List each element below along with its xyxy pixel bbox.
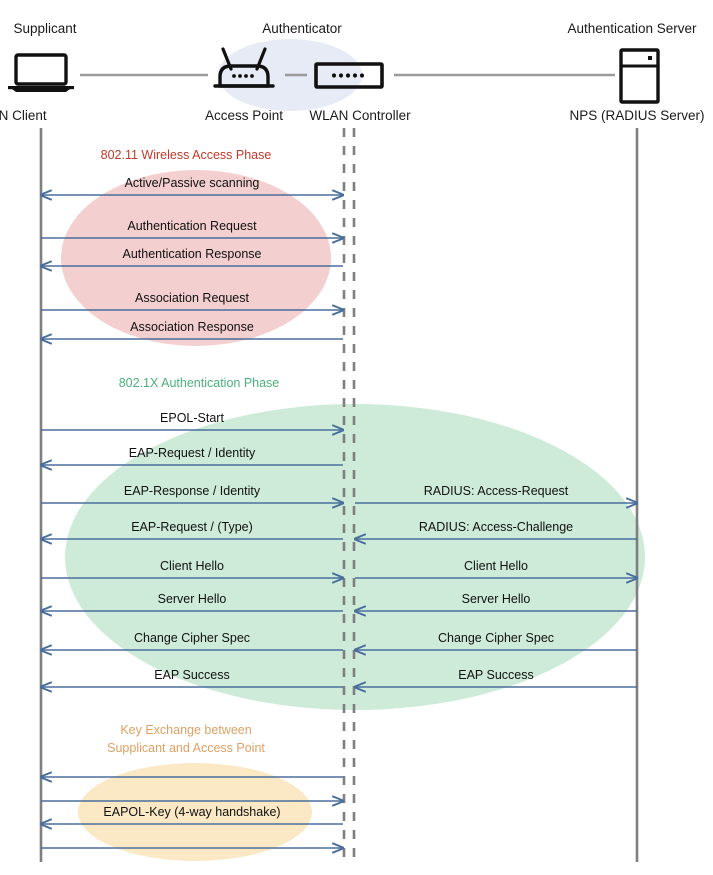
message-label: EPOL-Start [160, 411, 224, 425]
message-m4: Association Request [41, 291, 343, 310]
message-r2: RADIUS: Access-Challenge [355, 520, 637, 539]
message-m7: EAP-Request / Identity [41, 446, 343, 465]
laptop-icon [8, 53, 74, 92]
actor-title-auth-server: Authentication Server [567, 21, 697, 36]
device-label-nps-server: NPS (RADIUS Server) [569, 108, 704, 123]
message-label: Change Cipher Spec [438, 631, 554, 645]
device-label-access-point: Access Point [205, 108, 283, 123]
message-m9: EAP-Request / (Type) [41, 520, 343, 539]
wlan-controller-icon [314, 62, 384, 89]
message-label: Active/Passive scanning [125, 176, 260, 190]
message-label: Server Hello [462, 592, 531, 606]
message-label: Change Cipher Spec [134, 631, 250, 645]
message-r5: Change Cipher Spec [355, 631, 637, 650]
message-m1: Active/Passive scanning [41, 176, 343, 195]
access-point-icon [213, 47, 275, 88]
message-label: Client Hello [464, 559, 528, 573]
actor-title-authenticator: Authenticator [262, 21, 342, 36]
message-r1: RADIUS: Access-Request [355, 484, 637, 503]
message-label: EAPOL-Key (4-way handshake) [103, 805, 280, 819]
server-icon [619, 48, 660, 104]
phase-label-802-1x: 802.1X Authentication Phase [119, 376, 280, 390]
message-r4: Server Hello [355, 592, 637, 611]
phase-ellipse-key-exchange [78, 763, 312, 861]
actor-title-supplicant: Supplicant [13, 21, 76, 36]
message-label: Association Response [130, 320, 254, 334]
message-label: RADIUS: Access-Request [424, 484, 569, 498]
message-m10: Client Hello [41, 559, 343, 578]
message-label: Server Hello [158, 592, 227, 606]
message-m3: Authentication Response [41, 247, 343, 266]
message-m11: Server Hello [41, 592, 343, 611]
message-label: Authentication Response [123, 247, 262, 261]
device-label-wlan-controller: WLAN Controller [309, 108, 411, 123]
message-label: EAP Success [458, 668, 534, 682]
phase-label-key-exchange-line1: Key Exchange between [120, 723, 251, 737]
message-label: EAP-Request / (Type) [131, 520, 253, 534]
phase-ellipse-802-11 [61, 170, 331, 346]
message-m12: Change Cipher Spec [41, 631, 343, 650]
message-label: EAP-Request / Identity [129, 446, 256, 460]
phase-label-802-11: 802.11 Wireless Access Phase [101, 148, 272, 162]
message-m16: EAPOL-Key (4-way handshake) [41, 805, 343, 824]
message-label: Authentication Request [127, 219, 257, 233]
message-m8: EAP-Response / Identity [41, 484, 343, 503]
message-m5: Association Response [41, 320, 343, 339]
message-r3: Client Hello [355, 559, 637, 578]
message-label: EAP Success [154, 668, 230, 682]
phase-label-key-exchange-line2: Supplicant and Access Point [107, 741, 265, 755]
message-m6: EPOL-Start [41, 411, 343, 430]
message-label: Association Request [135, 291, 249, 305]
message-label: RADIUS: Access-Challenge [419, 520, 573, 534]
message-m13: EAP Success [41, 668, 343, 687]
device-label-wlan-client: WLAN Client [0, 108, 47, 123]
phase-ellipse-802-1x [65, 404, 645, 710]
message-label: EAP-Response / Identity [124, 484, 261, 498]
message-label: Client Hello [160, 559, 224, 573]
message-m2: Authentication Request [41, 219, 343, 238]
message-r6: EAP Success [355, 668, 637, 687]
